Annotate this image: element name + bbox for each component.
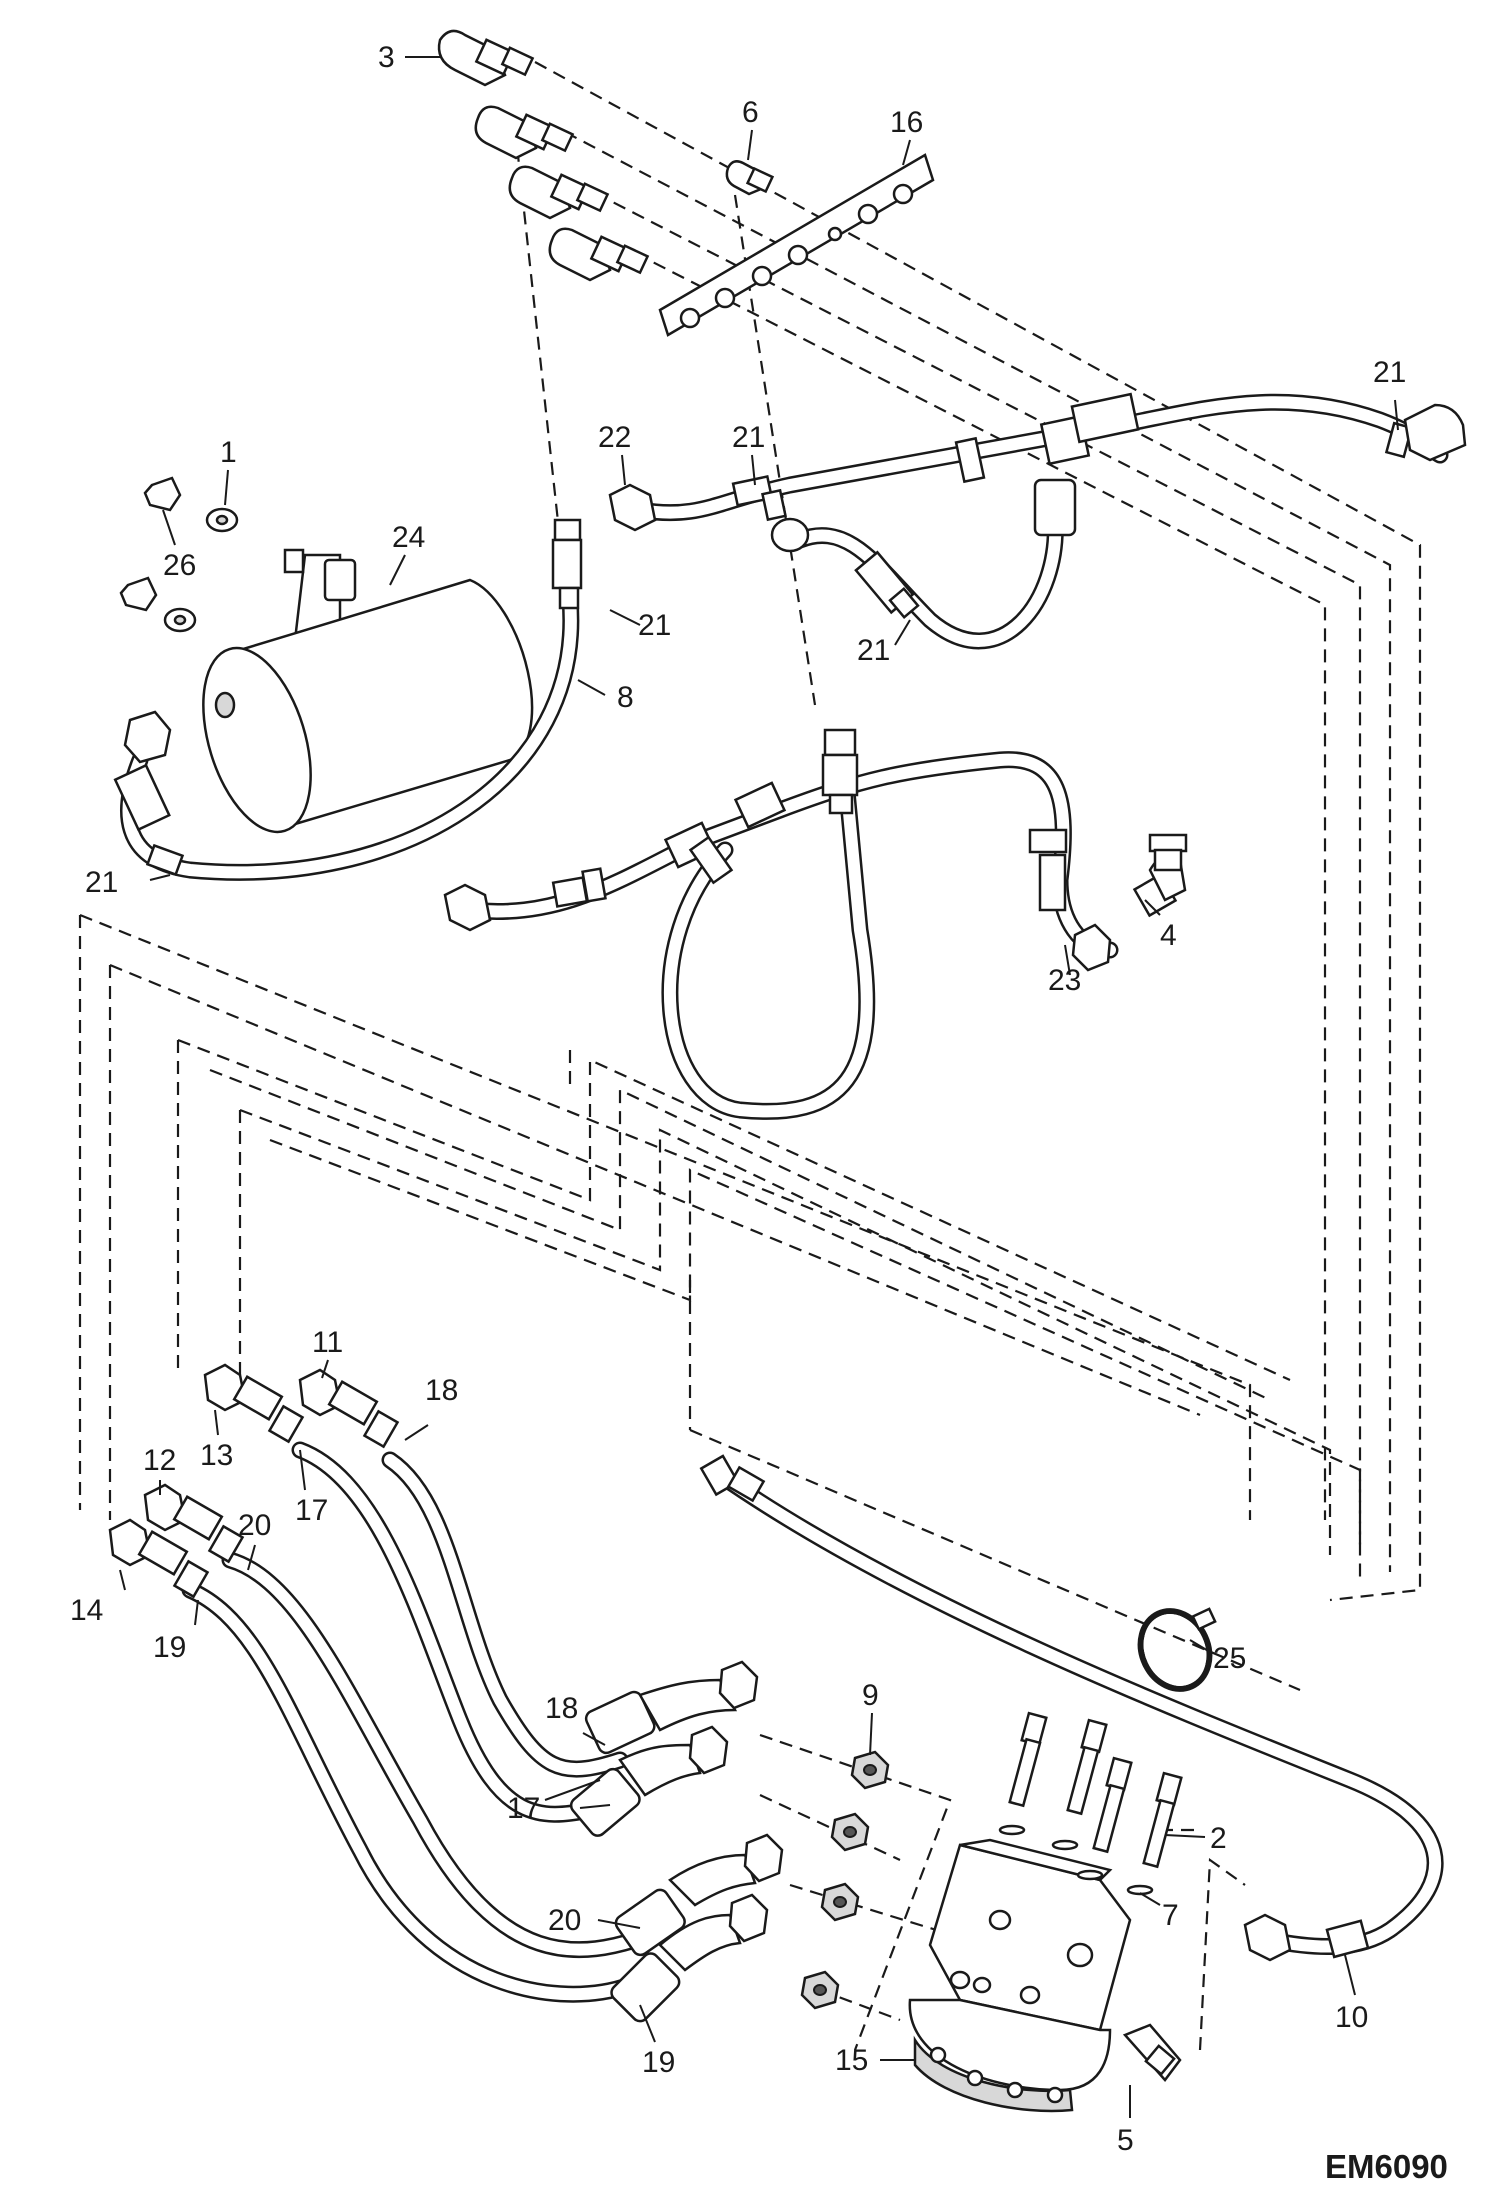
callout-21a: 21: [85, 866, 118, 899]
callout-1: 1: [220, 436, 237, 469]
callout-12: 12: [143, 1444, 176, 1477]
steering-valve-15: [908, 1711, 1183, 2113]
bolts-2: [1008, 1711, 1183, 1869]
callout-23: 23: [1048, 964, 1081, 997]
elbow-fitting-6: [725, 160, 775, 196]
callout-14: 14: [70, 1594, 103, 1627]
fitting-11: [298, 1368, 400, 1449]
drawing-id: EM6090: [1325, 2148, 1448, 2185]
hoses: [120, 393, 1449, 2003]
callout-21c: 21: [638, 609, 671, 642]
leader-lines: [119, 56, 1399, 2118]
callout-19b: 19: [642, 2046, 675, 2079]
callout-16: 16: [890, 106, 923, 139]
elbow-fitting-b: [508, 165, 610, 220]
callouts: 3 6 16 1 26 24 22 21 21 8 21 21 21 4 23 …: [70, 41, 1448, 2185]
adapter-fitting-4: [1132, 833, 1188, 918]
bracket-16: [658, 153, 935, 337]
callout-22: 22: [598, 421, 631, 454]
callout-13: 13: [200, 1439, 233, 1472]
callout-26: 26: [163, 549, 196, 582]
fitting-12: [143, 1483, 245, 1564]
end-fitting-18: [584, 1660, 759, 1755]
elbow-fittings-top: [437, 29, 775, 282]
clamp-25: [1137, 1607, 1217, 1692]
hose-fittings: [108, 392, 1467, 2023]
callout-10: 10: [1335, 2001, 1368, 2034]
adapters-9: [800, 1750, 890, 2010]
callout-5: 5: [1117, 2124, 1134, 2157]
elbow-fitting-3: [437, 29, 535, 87]
callout-15: 15: [835, 2044, 868, 2077]
callout-21b: 21: [732, 421, 765, 454]
callout-4: 4: [1160, 919, 1177, 952]
callout-11: 11: [312, 1326, 343, 1359]
callout-9: 9: [862, 1679, 879, 1712]
callout-8: 8: [617, 681, 634, 714]
callout-19a: 19: [153, 1631, 186, 1664]
switch-fitting-5: [1122, 2023, 1182, 2082]
nut-26: [143, 476, 182, 512]
callout-17a: 17: [295, 1494, 328, 1527]
callout-2: 2: [1210, 1822, 1227, 1855]
fitting-13: [203, 1363, 305, 1444]
callout-3: 3: [378, 41, 395, 74]
fitting-22: [608, 483, 657, 532]
end-fitting-19: [610, 1893, 769, 2023]
callout-7: 7: [1162, 1899, 1179, 1932]
end-fitting-20: [614, 1833, 784, 1957]
callout-21d: 21: [857, 634, 890, 667]
elbow-fitting-a: [474, 105, 575, 160]
callout-20b: 20: [548, 1904, 581, 1937]
callout-20a: 20: [238, 1509, 271, 1542]
end-fitting-17: [569, 1725, 729, 1837]
callout-18a: 18: [425, 1374, 458, 1407]
callout-24: 24: [392, 521, 425, 554]
callout-18b: 18: [545, 1692, 578, 1725]
receiver-dryer-24: [119, 476, 534, 834]
fitting-14: [108, 1518, 210, 1599]
elbow-fitting-c: [548, 227, 650, 282]
callout-6: 6: [742, 96, 759, 129]
callout-17b: 17: [507, 1792, 540, 1825]
callout-25: 25: [1213, 1642, 1246, 1675]
callout-21e: 21: [1373, 356, 1406, 389]
routing-lines: [78, 61, 1422, 2051]
